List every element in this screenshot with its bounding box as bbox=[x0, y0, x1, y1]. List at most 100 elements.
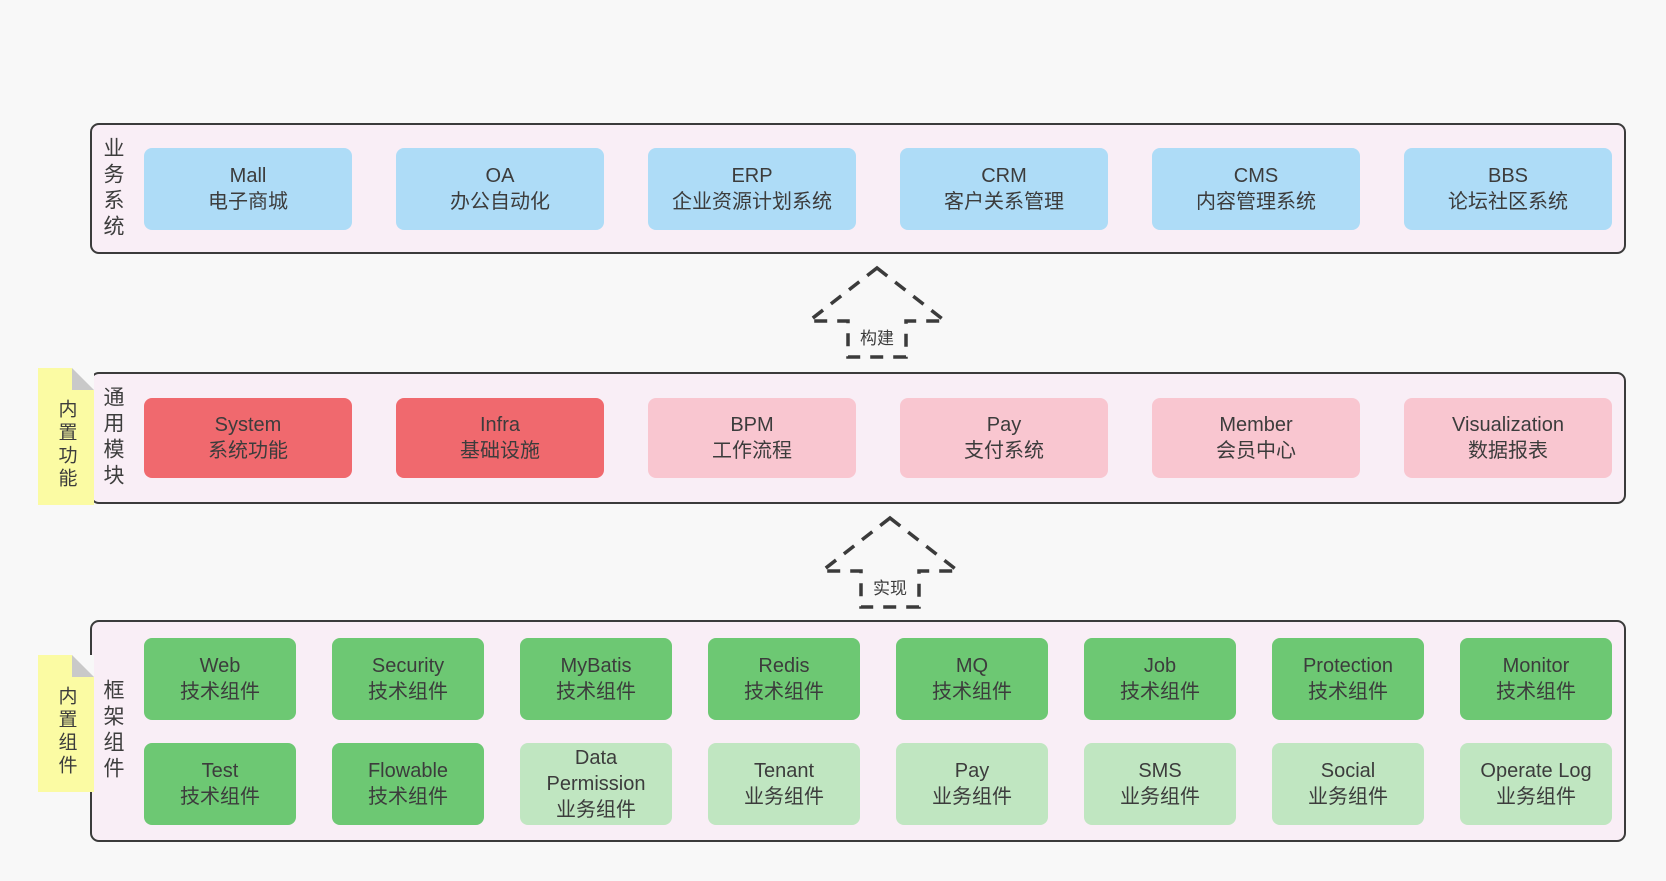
box-subtitle: 会员中心 bbox=[1216, 440, 1296, 462]
sticky-note-built-in-features: 内置功能 bbox=[38, 368, 94, 505]
box-title: Mall bbox=[229, 164, 267, 187]
box-crm: CRM 客户关系管理 bbox=[900, 147, 1108, 230]
arrow-label-background bbox=[867, 574, 913, 601]
box-oa: OA 办公自动化 bbox=[396, 147, 604, 230]
box-subtitle: 业务组件 bbox=[744, 785, 824, 808]
box-title: Monitor bbox=[1502, 654, 1570, 677]
box-bbs: BBS 论坛社区系统 bbox=[1404, 147, 1612, 230]
box-subtitle: 业务组件 bbox=[1496, 785, 1576, 808]
box-subtitle: 企业资源计划系统 bbox=[672, 190, 832, 213]
box-subtitle: 业务组件 bbox=[1308, 785, 1388, 808]
box-subtitle: 技术组件 bbox=[932, 680, 1012, 703]
box-subtitle: 基础设施 bbox=[460, 440, 540, 462]
arrow-label: 构建 bbox=[860, 329, 894, 348]
box-title: BPM bbox=[730, 414, 774, 436]
box-title: CMS bbox=[1233, 164, 1279, 187]
box-mq: MQ 技术组件 bbox=[896, 637, 1048, 720]
box-subtitle: 技术组件 bbox=[368, 785, 448, 808]
box-title: Infra bbox=[479, 414, 521, 436]
box-visualization: Visualization 数据报表 bbox=[1404, 398, 1612, 478]
box-title: System bbox=[214, 414, 282, 436]
build-arrow: 构建 bbox=[803, 265, 951, 359]
box-subtitle: 技术组件 bbox=[556, 680, 636, 703]
box-title: Redis bbox=[758, 654, 810, 677]
layer-label-column: 业务系统 bbox=[92, 125, 132, 252]
layer-label-column: 框架组件 bbox=[92, 622, 132, 840]
box-subtitle: 支付系统 bbox=[964, 440, 1044, 462]
box-protection: Protection 技术组件 bbox=[1272, 637, 1424, 720]
box-subtitle: 技术组件 bbox=[1308, 680, 1388, 703]
box-subtitle: 数据报表 bbox=[1468, 440, 1548, 462]
box-title: MyBatis bbox=[560, 654, 632, 677]
box-pay: Pay 业务组件 bbox=[896, 742, 1048, 825]
box-title: BBS bbox=[1487, 164, 1529, 187]
box-title: MQ bbox=[955, 654, 989, 677]
box-title: Security bbox=[371, 654, 445, 677]
box-subtitle: 业务组件 bbox=[1120, 785, 1200, 808]
box-social: Social 业务组件 bbox=[1272, 742, 1424, 825]
box-operate-log: Operate Log 业务组件 bbox=[1460, 742, 1612, 825]
box-subtitle: 办公自动化 bbox=[450, 190, 550, 213]
box-subtitle: 技术组件 bbox=[1496, 680, 1576, 703]
box-subtitle: 系统功能 bbox=[208, 440, 288, 462]
box-cms: CMS 内容管理系统 bbox=[1152, 147, 1360, 230]
box-title: Member bbox=[1219, 414, 1293, 436]
folded-corner-icon bbox=[72, 655, 94, 677]
box-title: Social bbox=[1320, 759, 1376, 782]
box-subtitle: 客户关系管理 bbox=[944, 190, 1064, 213]
arrow-up-shape bbox=[816, 515, 964, 609]
box-subtitle: 论坛社区系统 bbox=[1448, 190, 1568, 213]
arrow-label-background bbox=[854, 324, 900, 351]
implement-arrow: 实现 bbox=[816, 515, 964, 609]
box-subtitle: 内容管理系统 bbox=[1196, 190, 1316, 213]
arrow-label: 实现 bbox=[873, 579, 907, 598]
layer-label-column: 通用模块 bbox=[92, 374, 132, 502]
box-subtitle: 技术组件 bbox=[1120, 680, 1200, 703]
box-title: Protection bbox=[1302, 654, 1394, 677]
box-erp: ERP 企业资源计划系统 bbox=[648, 147, 856, 230]
box-bpm: BPM 工作流程 bbox=[648, 398, 856, 478]
box-subtitle: 业务组件 bbox=[932, 785, 1012, 808]
box-title: Visualization bbox=[1452, 414, 1564, 436]
box-job: Job 技术组件 bbox=[1084, 637, 1236, 720]
box-title: CRM bbox=[981, 164, 1027, 187]
sticky-note-built-in-components: 内置组件 bbox=[38, 655, 94, 792]
box-tenant: Tenant 业务组件 bbox=[708, 742, 860, 825]
box-title: OA bbox=[485, 164, 515, 187]
folded-corner-icon bbox=[72, 368, 94, 390]
box-sms: SMS 业务组件 bbox=[1084, 742, 1236, 825]
box-subtitle: 工作流程 bbox=[712, 440, 792, 462]
layer-label: 业务系统 bbox=[101, 136, 124, 241]
box-title: SMS bbox=[1138, 759, 1182, 782]
box-subtitle: 业务组件 bbox=[556, 798, 636, 821]
box-member: Member 会员中心 bbox=[1152, 398, 1360, 478]
box-title: Pay bbox=[954, 759, 990, 782]
box-subtitle: 技术组件 bbox=[180, 680, 260, 703]
box-title: Operate Log bbox=[1480, 759, 1592, 782]
box-title: Tenant bbox=[753, 759, 815, 782]
box-system: System 系统功能 bbox=[144, 398, 352, 478]
box-title: Test bbox=[201, 759, 239, 782]
box-title: ERP bbox=[731, 164, 773, 187]
box-monitor: Monitor 技术组件 bbox=[1460, 637, 1612, 720]
sticky-note-label: 内置组件 bbox=[55, 685, 77, 778]
box-title: Job bbox=[1143, 654, 1177, 677]
